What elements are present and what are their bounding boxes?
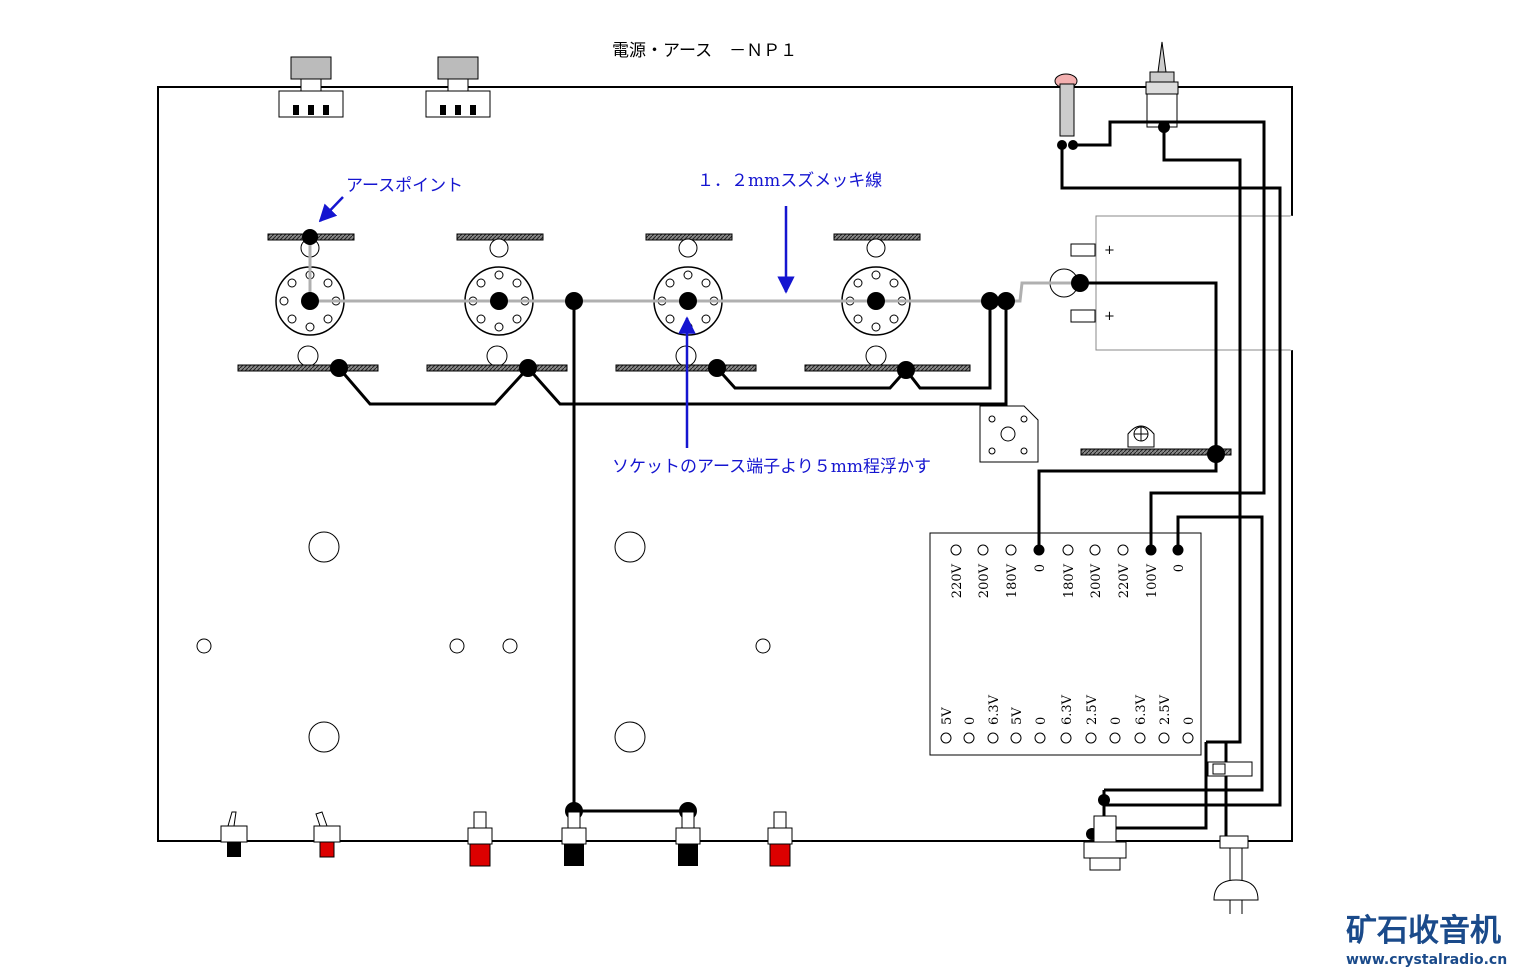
diagram-title: 電源・アース －ＮＰ１ xyxy=(612,41,797,61)
lug-strip-right xyxy=(1080,425,1232,456)
jack-black-2 xyxy=(675,811,701,866)
wire-label: １．２mmスズメッキ線 xyxy=(697,171,882,191)
transformer-bottom-label: 0 xyxy=(1109,717,1124,725)
lug-strip-top-2 xyxy=(456,233,544,258)
capacitor-plus-upper: + xyxy=(1104,243,1115,258)
front-switch-black xyxy=(220,811,248,857)
power-plug-icon xyxy=(1213,848,1259,914)
transformer-top-terminal xyxy=(1089,544,1101,556)
lug-strip-bottom-4 xyxy=(804,345,971,372)
transformer-top-label: 0 xyxy=(1033,564,1048,572)
earth-point-arrow xyxy=(318,196,344,223)
jack-red-2 xyxy=(767,811,793,867)
float-label: ソケットのアース端子より５mm程浮かす xyxy=(612,457,931,477)
fuse-holder xyxy=(1083,815,1127,871)
solder-joints xyxy=(301,121,1225,840)
lug-strip-bottom-2 xyxy=(426,345,568,372)
transformer-bottom-terminal xyxy=(1085,732,1097,744)
transformer-top-label: 180V xyxy=(1062,563,1077,598)
power-toggle-switch xyxy=(1145,41,1179,128)
transformer-bottom-terminal xyxy=(1010,732,1022,744)
transformer-bottom-terminal xyxy=(1034,732,1046,744)
jack-black-1 xyxy=(561,811,587,866)
transformer-bottom-terminal xyxy=(1182,732,1194,744)
lug-strip-top-3 xyxy=(645,233,733,258)
watermark: 矿石收音机 www.crystalradio.cn xyxy=(1346,913,1507,968)
lug-strip-top-4 xyxy=(833,233,921,258)
transformer-bottom-label: 5V xyxy=(940,707,955,725)
transformer-top-terminal xyxy=(1005,544,1017,556)
transformer-bottom-label: 0 xyxy=(963,717,978,725)
cord-bushing xyxy=(1207,761,1253,849)
transformer-bottom-terminal xyxy=(1158,732,1170,744)
transformer-top-terminal xyxy=(950,544,962,556)
transformer-top-terminal xyxy=(1117,544,1129,556)
transformer-bottom-terminal xyxy=(1109,732,1121,744)
transformer-bottom-label: 6.3V xyxy=(987,694,1002,725)
lug-strip-bottom-1 xyxy=(237,345,379,372)
transformer-top-label: 180V xyxy=(1005,563,1020,598)
transformer-top-label: 200V xyxy=(977,563,992,598)
earth-bus-wire xyxy=(308,238,1080,303)
transformer-bottom-label: 0 xyxy=(1034,717,1049,725)
earth-point-label: アースポイント xyxy=(346,176,463,196)
power-transformer: 220V 200V 180V 0 180V 200V 220V 100V 0 5V 0 6.3V 5V… xyxy=(929,532,1202,756)
potentiometer-right xyxy=(425,56,491,118)
transformer-top-label: 100V xyxy=(1145,563,1160,598)
annotations: アースポイント １．２mmスズメッキ線 ソケットのアース端子より５mm程浮かす xyxy=(318,171,931,477)
transformer-bottom-terminal xyxy=(1060,732,1072,744)
transformer-top-label: 200V xyxy=(1089,563,1104,598)
small-bracket xyxy=(979,405,1039,463)
transformer-bottom-terminal xyxy=(963,732,975,744)
transformer-bottom-label: 2.5V xyxy=(1158,694,1173,725)
watermark-url: www.crystalradio.cn xyxy=(1346,952,1507,968)
transformer-bottom-terminal xyxy=(987,732,999,744)
transformer-top-terminal xyxy=(1062,544,1074,556)
front-switch-red xyxy=(313,811,341,858)
transformer-top-label: 220V xyxy=(1117,563,1132,598)
transformer-top-label: 220V xyxy=(950,563,965,598)
front-panel xyxy=(220,761,1259,914)
chassis-outline xyxy=(157,86,1293,842)
transformer-top-label: 0 xyxy=(1172,564,1187,572)
capacitor-plus-lower: + xyxy=(1104,309,1115,324)
watermark-main: 矿石收音机 xyxy=(1346,913,1501,949)
transformer-bottom-terminal xyxy=(1134,732,1146,744)
potentiometer-left xyxy=(278,56,344,118)
transformer-bottom-label: 0 xyxy=(1182,717,1197,725)
transformer-bottom-label: 6.3V xyxy=(1134,694,1149,725)
transformer-top-terminal xyxy=(977,544,989,556)
chassis-holes xyxy=(196,531,771,753)
pilot-lamp xyxy=(1054,73,1078,137)
terminal-strips xyxy=(237,233,1232,456)
transformer-bottom-label: 2.5V xyxy=(1085,694,1100,725)
transformer-bottom-label: 6.3V xyxy=(1060,694,1075,725)
jack-red-1 xyxy=(467,811,493,867)
transformer-bottom-label: 5V xyxy=(1010,707,1025,725)
transformer-bottom-terminal xyxy=(940,732,952,744)
